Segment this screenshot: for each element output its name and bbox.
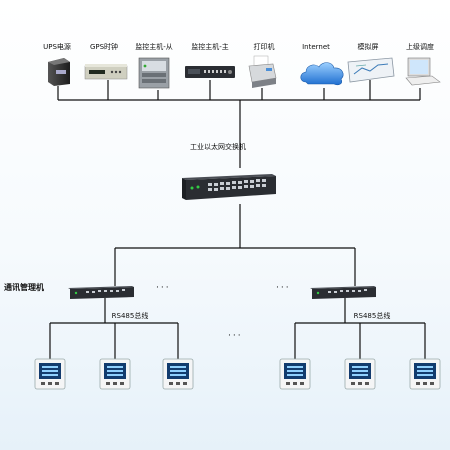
comm-manager-icon — [310, 286, 376, 299]
ellipsis-right: ··· — [276, 283, 291, 293]
server-icon — [138, 57, 170, 89]
printer-icon — [248, 55, 277, 88]
dvr-icon — [185, 66, 235, 78]
ellipsis-bottom: ··· — [228, 331, 243, 341]
ethernet-switch-icon — [182, 174, 276, 200]
power-meter-icon — [344, 358, 376, 390]
core-switch-label: 工业以太网交换机 — [190, 143, 246, 151]
power-meter-icon — [162, 358, 194, 390]
power-meter-icon — [99, 358, 131, 390]
device-label-display: 模拟屏 — [357, 43, 379, 51]
laptop-icon — [405, 57, 441, 86]
power-meter-icon — [409, 358, 441, 390]
cloud-icon — [300, 62, 344, 86]
power-meter-icon — [34, 358, 66, 390]
comm-manager-icon — [68, 286, 134, 299]
device-label-server-master: 监控主机-主 — [191, 43, 229, 51]
display-screen-icon — [347, 57, 395, 83]
device-label-ups: UPS电源 — [43, 43, 71, 51]
device-label-internet: Internet — [302, 43, 330, 51]
ellipsis-left: ··· — [156, 283, 171, 293]
gps-clock-icon — [84, 64, 128, 80]
rs485-label-left: RS485总线 — [111, 312, 149, 320]
rs485-label-right: RS485总线 — [353, 312, 391, 320]
device-label-printer: 打印机 — [253, 43, 275, 51]
power-meter-icon — [279, 358, 311, 390]
ups-icon — [48, 58, 70, 86]
device-label-gps: GPS时钟 — [89, 43, 119, 51]
device-label-dispatch: 上级调度 — [406, 43, 434, 51]
comm-manager-label: 通讯管理机 — [4, 283, 44, 292]
device-label-server-slave: 监控主机-从 — [135, 43, 173, 51]
